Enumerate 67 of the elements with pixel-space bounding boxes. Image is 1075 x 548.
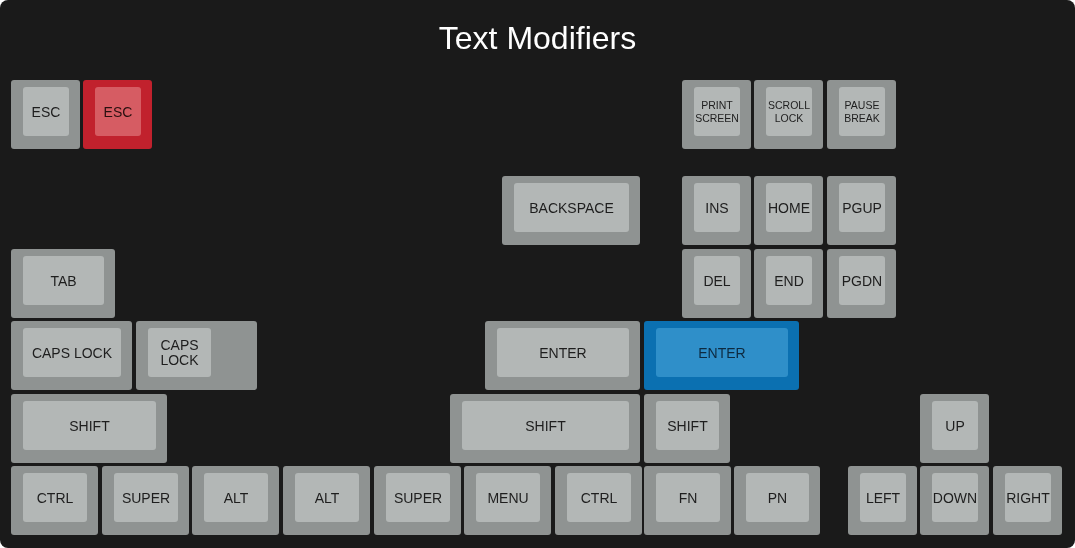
- key-label: ESC: [23, 87, 69, 136]
- keycap: [485, 321, 640, 390]
- key-label: PAUSE BREAK: [839, 87, 885, 136]
- keycap: [827, 249, 896, 318]
- keycap: [993, 466, 1062, 535]
- keycap: [827, 176, 896, 245]
- key-label: SUPER: [114, 473, 178, 522]
- key-label: ENTER: [656, 328, 788, 377]
- keycap: [754, 249, 823, 318]
- key-label: DEL: [694, 256, 740, 305]
- keycap: [848, 466, 917, 535]
- key-label: CAPS LOCK: [23, 328, 121, 377]
- keycap: [734, 466, 820, 535]
- diagram-title: Text Modifiers: [437, 19, 638, 58]
- key-label: ALT: [295, 473, 359, 522]
- keycap: [827, 80, 896, 149]
- keycap: [283, 466, 370, 535]
- keycap: [754, 80, 823, 149]
- key-label: SCROLL LOCK: [766, 87, 812, 136]
- key-label: DOWN: [932, 473, 978, 522]
- keycap: [920, 466, 989, 535]
- keycap: [102, 466, 189, 535]
- key-label: FN: [656, 473, 720, 522]
- keycap: [644, 321, 799, 390]
- keycap: [11, 394, 167, 463]
- keycap: [920, 394, 989, 463]
- key-label: MENU: [476, 473, 540, 522]
- keycap: [682, 176, 751, 245]
- keycap: [502, 176, 640, 245]
- key-label: RIGHT: [1005, 473, 1051, 522]
- key-label: PRINT SCREEN: [694, 87, 740, 136]
- key-label: LEFT: [860, 473, 906, 522]
- keycap: [136, 321, 257, 390]
- keycap: [644, 394, 730, 463]
- key-label: SHIFT: [23, 401, 156, 450]
- keycap: [644, 466, 731, 535]
- key-label: UP: [932, 401, 978, 450]
- key-label: CTRL: [567, 473, 631, 522]
- key-label: PGUP: [839, 183, 885, 232]
- keycap: [83, 80, 152, 149]
- keycap: [11, 321, 132, 390]
- key-label: CAPS LOCK: [148, 328, 211, 377]
- keycap: [450, 394, 640, 463]
- key-label: BACKSPACE: [514, 183, 629, 232]
- key-label: INS: [694, 183, 740, 232]
- keycap: [464, 466, 551, 535]
- key-label: ALT: [204, 473, 268, 522]
- key-label: CTRL: [23, 473, 87, 522]
- key-label: ENTER: [497, 328, 629, 377]
- key-label: END: [766, 256, 812, 305]
- key-label: SUPER: [386, 473, 450, 522]
- key-label: SHIFT: [462, 401, 629, 450]
- keycap: [11, 466, 98, 535]
- keycap: [192, 466, 279, 535]
- key-label: PGDN: [839, 256, 885, 305]
- keycap: [11, 249, 115, 318]
- keycap: [11, 80, 80, 149]
- keycap: [682, 249, 751, 318]
- keycap: [555, 466, 642, 535]
- key-label: SHIFT: [656, 401, 719, 450]
- key-label: PN: [746, 473, 809, 522]
- key-label: HOME: [766, 183, 812, 232]
- key-label: ESC: [95, 87, 141, 136]
- keycap: [754, 176, 823, 245]
- keycap: [682, 80, 751, 149]
- keycap: [374, 466, 461, 535]
- key-label: TAB: [23, 256, 104, 305]
